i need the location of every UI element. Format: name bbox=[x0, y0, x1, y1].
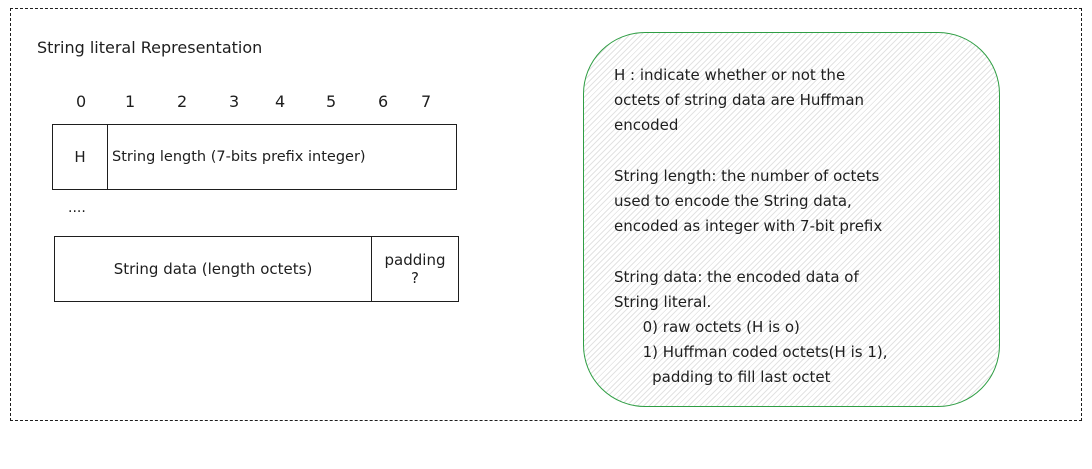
bit-label: 4 bbox=[275, 92, 286, 111]
note-line: used to encode the String data, bbox=[614, 192, 852, 211]
note-line: 0) raw octets (H is o) bbox=[614, 318, 800, 337]
diagram-frame bbox=[10, 8, 1082, 421]
padding-cell: padding ? bbox=[372, 237, 458, 301]
note-line: H : indicate whether or not the bbox=[614, 66, 846, 84]
bit-label: 0 bbox=[76, 92, 87, 111]
bit-label: 2 bbox=[177, 92, 188, 111]
note-line: octets of string data are Huffman bbox=[614, 91, 865, 110]
huffman-flag-cell: H bbox=[53, 125, 108, 189]
bit-label: 5 bbox=[326, 92, 337, 111]
padding-question: ? bbox=[411, 269, 419, 287]
ellipsis: .... bbox=[68, 200, 86, 216]
note-line bbox=[614, 239, 887, 264]
string-data-row: String data (length octets) padding ? bbox=[54, 236, 459, 302]
string-length-cell: String length (7-bits prefix integer) bbox=[112, 149, 366, 165]
note-line: encoded bbox=[614, 116, 679, 135]
string-data-cell: String data (length octets) bbox=[55, 237, 372, 301]
explanation-note: H : indicate whether or not the octets o… bbox=[583, 32, 1000, 407]
note-line: String literal. bbox=[614, 292, 712, 311]
note-line: padding to fill last octet bbox=[614, 368, 831, 387]
bit-label: 3 bbox=[229, 92, 240, 111]
padding-label: padding bbox=[384, 251, 446, 269]
note-line bbox=[614, 139, 887, 164]
note-line: String data: the encoded data of bbox=[614, 267, 859, 286]
note-line: 1) Huffman coded octets(H is 1), bbox=[614, 343, 888, 362]
string-length-row: H String length (7-bits prefix integer) bbox=[52, 124, 457, 190]
note-line: String length: the number of octets bbox=[614, 166, 880, 185]
diagram-title: String literal Representation bbox=[37, 38, 263, 57]
bit-label: 6 bbox=[378, 92, 389, 111]
bit-label: 1 bbox=[125, 92, 136, 111]
note-text: H : indicate whether or not the octets o… bbox=[614, 63, 887, 391]
note-line: encoded as integer with 7-bit prefix bbox=[614, 217, 883, 236]
bit-label: 7 bbox=[421, 92, 432, 111]
